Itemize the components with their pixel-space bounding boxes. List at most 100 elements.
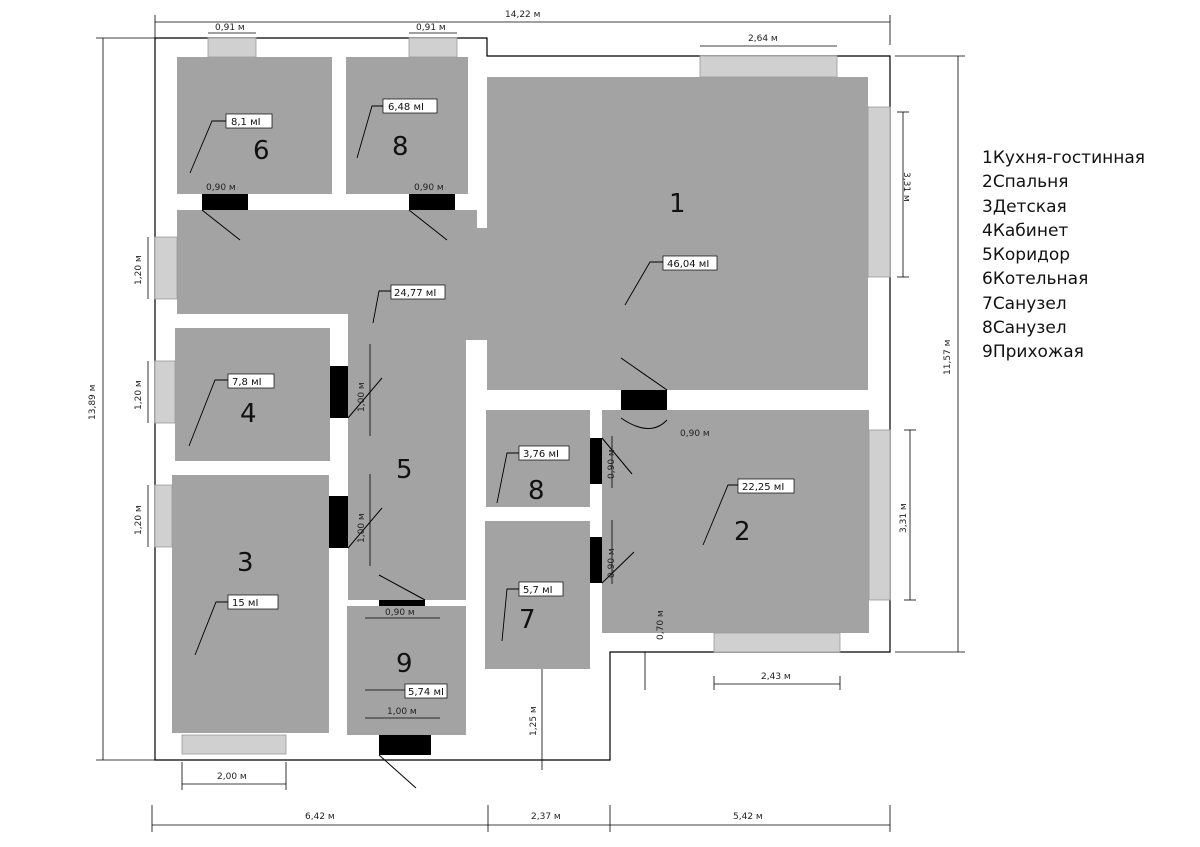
door-8-lower: [590, 438, 602, 484]
dim-right-height: 11,57 м: [943, 340, 953, 375]
room-9[interactable]: [347, 606, 466, 735]
room-area-text: 6,48 мІ: [388, 102, 424, 113]
room-1[interactable]: [477, 77, 868, 390]
dim-door-7: 0,90 м: [607, 548, 617, 578]
legend-item: 3Детская: [982, 196, 1067, 217]
legend-item: 5Коридор: [982, 245, 1071, 266]
dim-window-r3-bottom: 2,00 м: [217, 772, 247, 782]
dim-door-6: 0,90 м: [206, 183, 236, 193]
legend-item: 1Кухня-гостинная: [982, 148, 1145, 168]
room-8-upper[interactable]: [346, 57, 468, 194]
window-bottom-2: [713, 632, 841, 653]
room-5[interactable]: [177, 210, 477, 600]
legend-item: 9Прихожая: [982, 342, 1084, 363]
area-label-2: 22,25 мІ: [737, 478, 795, 494]
legend-item: 7Санузел: [982, 293, 1067, 314]
window-right-1: [867, 106, 891, 278]
room-area-text: 46,04 мІ: [667, 259, 709, 270]
window-bottom-3: [181, 734, 287, 755]
legend-item: 4Кабинет: [982, 220, 1069, 241]
door-6: [202, 194, 248, 210]
room-area-text: 5,7 мІ: [523, 585, 553, 596]
window-left-5: [154, 236, 178, 300]
room-legend: 1Кухня-гостинная 2Спальня 3Детская 4Каби…: [982, 146, 1145, 365]
door-8-upper: [409, 194, 455, 210]
dim-top-window-left: 0,91 м: [215, 23, 245, 33]
area-label-1: 46,04 мІ: [662, 255, 718, 271]
dim-window-r2-right: 3,31 м: [899, 503, 909, 533]
room-area-text: 22,25 мІ: [742, 482, 784, 493]
dim-door-8-lower: 0,90 м: [607, 449, 617, 479]
dim-door-3: 1,00 м: [357, 513, 367, 543]
dim-top-window-mid: 0,91 м: [416, 23, 446, 33]
room-numbers: 6 8 1 4 5 3 8 7 2 9: [237, 132, 751, 679]
dim-left-window-3: 1,20 м: [134, 505, 144, 535]
room-2[interactable]: [602, 410, 869, 633]
window-right-2: [868, 429, 891, 601]
area-label-3: 15 мІ: [227, 594, 279, 610]
room-number-4: 4: [240, 399, 257, 429]
legend-item: 6Котельная: [982, 269, 1089, 290]
dim-bottom-right: 5,42 м: [733, 812, 763, 822]
room-area-text: 5,74 мІ: [408, 687, 444, 698]
window-left-3: [154, 484, 173, 548]
window-left-4: [154, 360, 176, 424]
door-7: [590, 537, 602, 583]
door-4: [330, 366, 348, 418]
dim-left-window-1: 1,20 м: [134, 255, 144, 285]
doors: [202, 194, 667, 755]
dim-left-window-2: 1,20 м: [134, 380, 144, 410]
door-9: [379, 600, 425, 606]
room-number-7: 7: [519, 605, 536, 635]
area-label-9: 5,74 мІ: [404, 683, 448, 699]
dim-step-offset: 0,70 м: [656, 610, 666, 640]
door-entry: [379, 735, 431, 755]
dim-overall-width: 14,22 м: [505, 10, 540, 20]
area-label-8b: 3,76 мІ: [518, 445, 570, 461]
legend-item: 2Спальня: [982, 172, 1069, 193]
rooms: [172, 57, 869, 735]
dim-door-9: 0,90 м: [385, 608, 415, 618]
area-label-7: 5,7 мІ: [518, 581, 564, 597]
dim-door-4: 1,00 м: [357, 382, 367, 412]
dimension-lines: [96, 15, 965, 832]
room-number-5: 5: [396, 455, 413, 485]
dim-overall-height: 13,89 м: [88, 385, 98, 420]
room-number-6: 6: [253, 136, 270, 166]
room-4[interactable]: [175, 328, 330, 461]
room-area-text: 15 мІ: [232, 598, 258, 609]
dim-window-r2-bottom: 2,43 м: [761, 672, 791, 682]
dim-top-window-right: 2,64 м: [748, 34, 778, 44]
dim-door-1: 0,90 м: [680, 429, 710, 439]
window-top-1: [699, 55, 838, 78]
dim-bottom-left: 6,42 м: [305, 812, 335, 822]
area-labels: 8,1 мІ 6,48 мІ 46,04 мІ 24,77 мІ 7,8 мІ …: [225, 98, 795, 699]
dim-door-entry: 1,00 м: [387, 707, 417, 717]
door-1: [621, 390, 667, 410]
dim-window-r1-right: 3,31 м: [901, 172, 911, 202]
room-number-8-lower: 8: [528, 476, 545, 506]
room-number-8-upper: 8: [392, 132, 409, 162]
legend-item: 8Санузел: [982, 318, 1067, 339]
windows: [154, 37, 891, 755]
door-swings: [201, 209, 668, 789]
room-area-text: 24,77 мІ: [394, 288, 436, 299]
room-number-9: 9: [396, 649, 413, 679]
room-number-2: 2: [734, 517, 751, 547]
room-area-text: 8,1 мІ: [231, 117, 261, 128]
room-number-3: 3: [237, 548, 254, 578]
area-leaders: [188, 105, 738, 656]
area-label-4: 7,8 мІ: [227, 373, 275, 389]
room-area-text: 7,8 мІ: [232, 377, 262, 388]
window-top-6: [207, 37, 257, 58]
dimension-labels: 14,22 м 0,91 м 0,91 м 2,64 м 2,00 м 2,43…: [88, 10, 953, 822]
area-label-8a: 6,48 мІ: [382, 98, 438, 114]
area-label-6: 8,1 мІ: [225, 113, 273, 129]
dim-porch-depth: 1,25 м: [529, 706, 539, 736]
window-top-8: [408, 37, 458, 58]
dim-bottom-mid: 2,37 м: [531, 812, 561, 822]
door-3: [329, 496, 348, 548]
dim-door-8-upper: 0,90 м: [414, 183, 444, 193]
room-number-1: 1: [669, 189, 686, 219]
